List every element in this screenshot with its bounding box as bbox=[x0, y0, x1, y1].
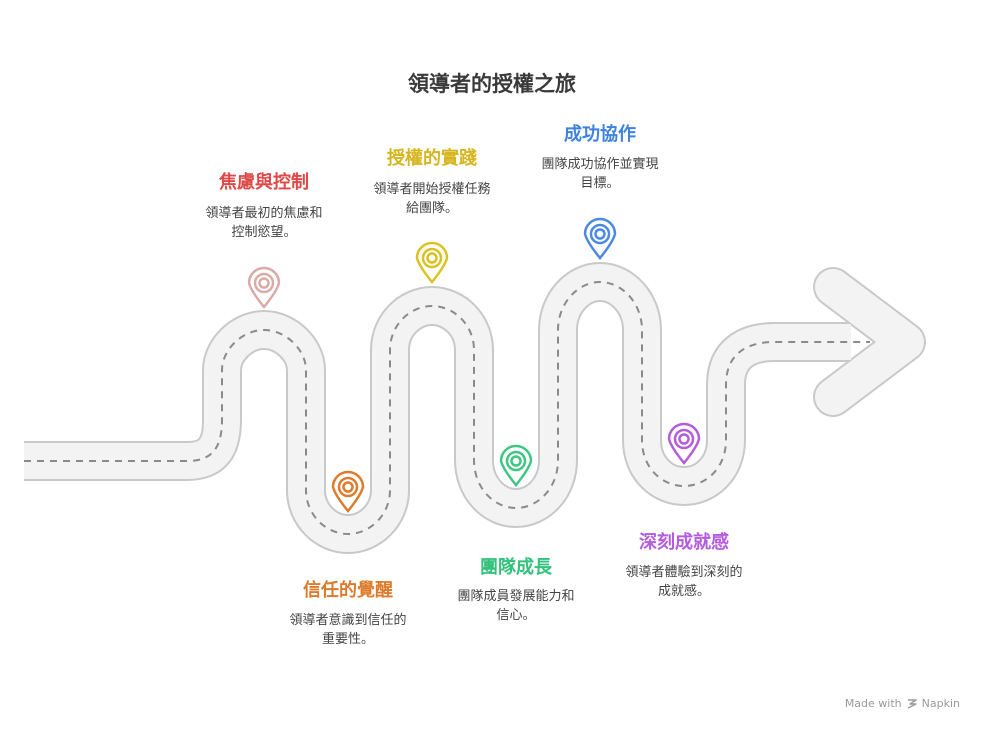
stage-desc-4-line-2: 信心。 bbox=[496, 608, 536, 623]
arrowhead bbox=[815, 269, 924, 415]
stage-desc-4-line-1: 團隊成員發展能力和 bbox=[457, 589, 575, 604]
stage-title-1: 焦慮與控制 bbox=[219, 172, 309, 193]
footer-credit: Made with Napkin bbox=[845, 697, 960, 710]
stage-title-4: 團隊成長 bbox=[480, 557, 552, 578]
stage-desc-6-line-2: 成就感。 bbox=[657, 584, 710, 599]
stage-desc-2-line-2: 重要性。 bbox=[321, 632, 374, 647]
location-pin-icon bbox=[583, 217, 617, 260]
stage-desc-1-line-1: 領導者最初的焦慮和 bbox=[205, 206, 323, 221]
stage-desc-4: 團隊成員發展能力和 信心。 bbox=[396, 587, 636, 625]
stage-desc-1-line-2: 控制慾望。 bbox=[231, 225, 297, 240]
stage-title-2: 信任的覺醒 bbox=[303, 580, 393, 601]
stage-desc-6: 領導者體驗到深刻的 成就感。 bbox=[564, 563, 804, 601]
stage-desc-3-line-2: 給團隊。 bbox=[405, 201, 458, 216]
stage-desc-2: 領導者意識到信任的 重要性。 bbox=[228, 611, 468, 649]
stage-desc-5-line-2: 目標。 bbox=[580, 176, 620, 191]
stage-desc-2-line-1: 領導者意識到信任的 bbox=[289, 613, 407, 628]
stage-desc-1: 領導者最初的焦慮和 控制慾望。 bbox=[144, 204, 384, 242]
stage-desc-5-line-1: 團隊成功協作並實現 bbox=[541, 157, 659, 172]
stage-title-3: 授權的實踐 bbox=[387, 148, 477, 169]
location-pin-icon bbox=[247, 266, 281, 309]
location-pin-icon bbox=[415, 241, 449, 284]
stage-title-5: 成功協作 bbox=[564, 124, 636, 145]
stage-desc-6-line-1: 領導者體驗到深刻的 bbox=[625, 565, 743, 580]
footer-brand: Napkin bbox=[921, 697, 960, 710]
location-pin-icon bbox=[499, 444, 533, 487]
location-pin-icon bbox=[667, 422, 701, 465]
stage-desc-3-line-1: 領導者開始授權任務 bbox=[373, 182, 491, 197]
location-pin-icon bbox=[331, 470, 365, 513]
road-center-line bbox=[24, 280, 870, 536]
stage-title-6: 深刻成就感 bbox=[639, 532, 729, 553]
diagram-title: 領導者的授權之旅 bbox=[408, 72, 576, 96]
stage-desc-3: 領導者開始授權任務 給團隊。 bbox=[312, 180, 552, 218]
footer-prefix: Made with bbox=[844, 697, 902, 710]
napkin-logo-icon bbox=[907, 698, 917, 709]
stage-desc-5: 團隊成功協作並實現 目標。 bbox=[480, 155, 720, 193]
